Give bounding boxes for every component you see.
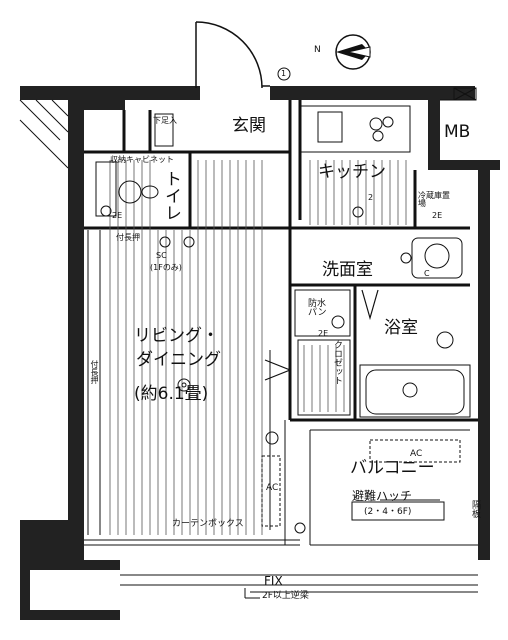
north-label: N bbox=[314, 45, 321, 55]
shoe-box-label: 下足入 bbox=[153, 116, 177, 125]
toilet-icon bbox=[95, 161, 159, 217]
living-label-1: リビング・ bbox=[134, 326, 219, 346]
kitchen-label: キッチン bbox=[318, 162, 386, 182]
stove-icon bbox=[317, 111, 394, 143]
storage-cabinet-label: 収納キャビネット bbox=[110, 155, 174, 164]
sink-icon bbox=[411, 237, 463, 279]
ac-label-2: AC bbox=[266, 483, 279, 493]
dimension-line bbox=[244, 588, 260, 599]
bath-door-mark bbox=[264, 289, 379, 381]
num-2e-c-label: 2E bbox=[318, 329, 329, 338]
num-1-label: 1 bbox=[281, 69, 287, 78]
ac-units bbox=[261, 439, 461, 527]
num-2e-b-label: 2E bbox=[432, 211, 443, 220]
waterproof-pan-label: 防水パン bbox=[308, 299, 327, 318]
kitchen-flooring bbox=[309, 160, 407, 225]
washroom-label: 洗面室 bbox=[322, 260, 373, 280]
c-mark-label: C bbox=[424, 269, 430, 278]
closet-pattern bbox=[303, 345, 345, 412]
fridge-label: 冷蔵庫置場 bbox=[418, 191, 450, 208]
fix-label: FIX bbox=[264, 574, 283, 588]
compass-icon bbox=[335, 34, 371, 70]
num-2e-label: 2E bbox=[112, 211, 123, 220]
ac-label-1: AC bbox=[410, 449, 423, 459]
mb-label: MB bbox=[444, 122, 471, 142]
balcony-label: バルコニー bbox=[350, 458, 435, 478]
exterior-walls bbox=[20, 86, 500, 620]
flooring-pattern bbox=[109, 160, 263, 535]
ceiling-light-icon bbox=[177, 378, 191, 392]
num-2-label: 2 bbox=[368, 193, 374, 202]
hanger-pipe-label: 付長押 bbox=[116, 233, 140, 242]
sc-note: (1Fのみ) bbox=[150, 263, 182, 272]
closet-label: クロゼット bbox=[332, 340, 342, 385]
evac-hatch-box bbox=[351, 501, 445, 521]
thin-lines bbox=[84, 105, 478, 593]
partition-label: 隔板 bbox=[470, 500, 480, 518]
evac-hatch-label: 避難ハッチ bbox=[352, 489, 413, 503]
entrance-label: 玄関 bbox=[232, 116, 266, 136]
outlet-symbols bbox=[100, 67, 412, 534]
wall-hatch bbox=[19, 87, 477, 169]
evac-floors-label: (2・4・6F) bbox=[364, 507, 412, 517]
tv-wall-label: 付長押 bbox=[90, 360, 99, 384]
door-swing-icon bbox=[195, 21, 270, 89]
curtain-box-label: カーテンボックス bbox=[172, 519, 244, 529]
bathtub-icon bbox=[365, 331, 465, 415]
sc-label: SC bbox=[156, 251, 167, 260]
toilet-label: トイレ bbox=[161, 170, 181, 221]
beam-note: 2F以上逆梁 bbox=[262, 591, 309, 601]
living-label-2: ダイニング bbox=[136, 350, 221, 370]
washer-pan-icon bbox=[331, 315, 345, 329]
interior-walls bbox=[84, 100, 478, 422]
living-size: (約6.1畳) bbox=[134, 384, 209, 404]
bath-label: 浴室 bbox=[384, 318, 418, 338]
